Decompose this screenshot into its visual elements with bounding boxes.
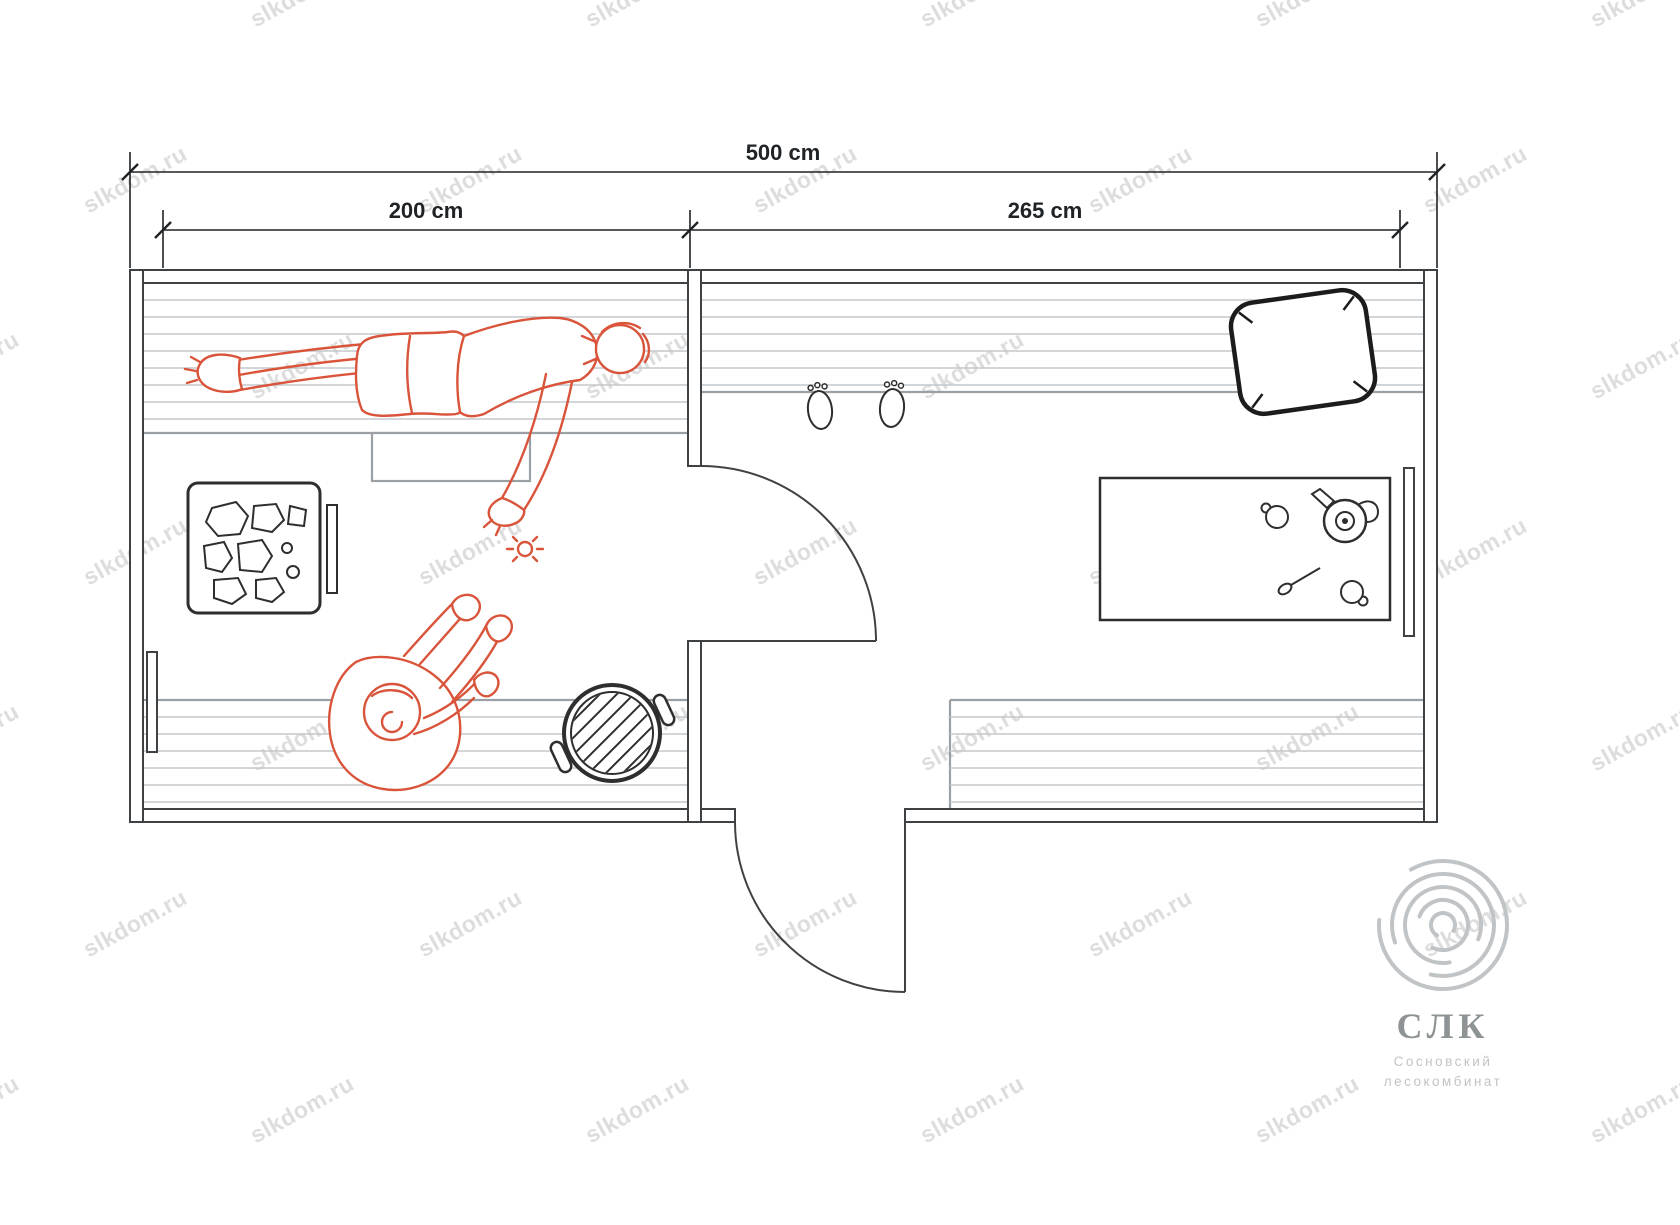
person-lying (183, 316, 651, 537)
stove-stones (202, 500, 308, 606)
walls (129, 269, 1438, 823)
dimension-left-room: 200 cm (154, 198, 699, 268)
sauna-stove (186, 481, 338, 615)
rest-bottom-bench (948, 698, 1424, 809)
dimension-left-label: 200 cm (389, 198, 464, 223)
dimension-total: 500 cm (121, 140, 1446, 268)
person-lying-feet (196, 353, 244, 393)
stove-side-handle (326, 504, 338, 594)
dimension-right-room: 265 cm (690, 198, 1409, 268)
wall-left (129, 269, 144, 823)
spoon (1277, 567, 1321, 596)
bucket-hatch (572, 693, 652, 773)
bench-step (370, 431, 532, 483)
dimension-total-label: 500 cm (746, 140, 821, 165)
logo-rings-icon (1377, 858, 1509, 991)
door-between-rooms (700, 465, 877, 642)
person-lying-head (594, 323, 646, 375)
pillow (1228, 287, 1378, 417)
vent-left (146, 651, 158, 753)
bucket-handle (549, 740, 573, 774)
bucket (549, 683, 676, 783)
logo-subtitle-line1: Сосновский (1394, 1054, 1493, 1069)
person-lying-torso (456, 316, 599, 418)
person-lying-hand (487, 496, 526, 527)
vent-right (1403, 467, 1415, 637)
person-lying-shorts (354, 330, 473, 417)
bucket-handle (652, 693, 676, 727)
slippers (806, 379, 906, 430)
partition-wall-top (687, 269, 702, 467)
heat-symbol (505, 535, 545, 563)
tea-cup (1340, 580, 1369, 607)
door-swing-arc (700, 465, 877, 642)
dimension-right-label: 265 cm (1008, 198, 1083, 223)
partition-wall-bottom (687, 640, 702, 823)
tea-cup (1260, 502, 1289, 529)
company-logo: СЛК Сосновский лесокомбинат (1377, 858, 1509, 1089)
wall-bottom-right (904, 808, 1438, 823)
entrance-door (734, 821, 906, 993)
wall-bottom-left (129, 808, 736, 823)
logo-abbr: СЛК (1396, 1006, 1489, 1046)
wall-right (1423, 269, 1438, 823)
logo-subtitle-line2: лесокомбинат (1384, 1074, 1503, 1089)
wall-top (129, 269, 1438, 284)
teapot (1310, 487, 1380, 544)
table (1098, 476, 1392, 622)
person-sitting (328, 593, 513, 792)
door-swing-arc (734, 821, 906, 993)
